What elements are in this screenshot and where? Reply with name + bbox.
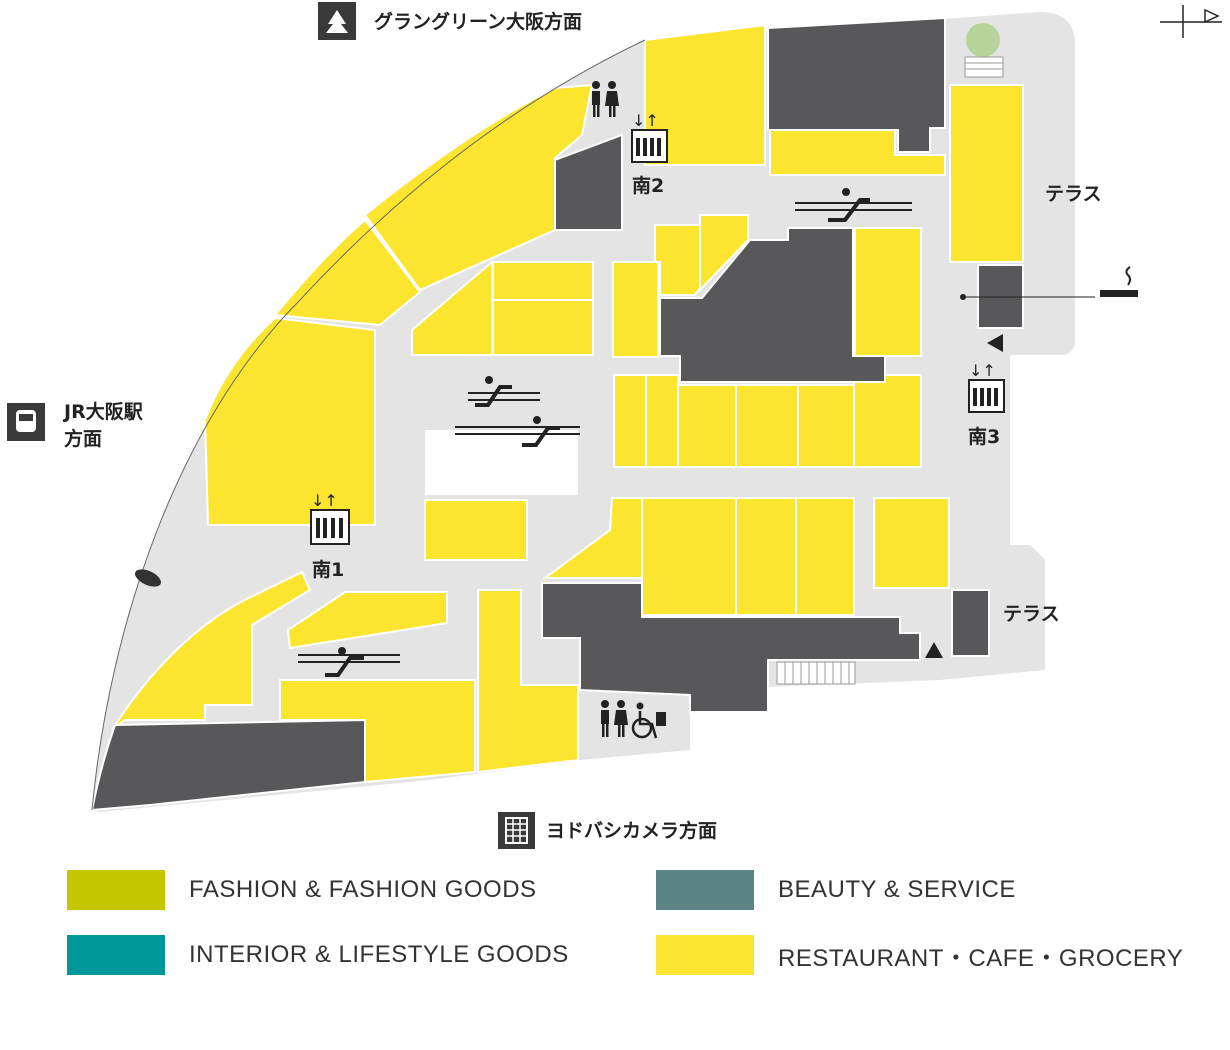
entrance-triangle-icon <box>987 334 1003 352</box>
shop-block <box>203 316 376 526</box>
closed-block <box>554 133 623 231</box>
legend-label: BEAUTY & SERVICE <box>778 876 1016 903</box>
legend-swatch <box>67 935 165 975</box>
atrium-void <box>425 430 578 495</box>
terrace-label-east: テラス <box>1045 183 1102 205</box>
tree-icon <box>964 23 1004 78</box>
closed-block <box>951 589 990 657</box>
shop-block <box>641 497 737 616</box>
legend-label: FASHION & FASHION GOODS <box>189 876 537 903</box>
escalator-icon <box>468 376 540 407</box>
shop-block <box>492 261 594 301</box>
elevator-label-south2: 南2 <box>632 175 664 197</box>
shop-block <box>853 374 922 468</box>
shop-block <box>699 214 749 293</box>
restroom-icon <box>601 700 628 737</box>
legend-swatch <box>656 935 754 975</box>
shop-block <box>644 23 766 166</box>
shop-block <box>949 84 1024 263</box>
shop-block <box>735 497 797 616</box>
elevator-icon: ↓↑ <box>310 491 350 545</box>
shop-block <box>424 499 528 561</box>
north-direction-label: グラングリーン大阪方面 <box>374 10 582 33</box>
entrance-triangle-icon <box>925 642 943 658</box>
legend-label: RESTAURANT・CAFE・GROCERY <box>778 944 1184 972</box>
shop-block <box>286 591 448 650</box>
svg-text:↓↑: ↓↑ <box>311 491 338 510</box>
legend-swatch <box>67 870 165 910</box>
escalator-icon <box>795 188 912 222</box>
west-direction-label-2: 方面 <box>64 427 102 450</box>
shop-block <box>492 299 594 356</box>
shop-block <box>613 374 647 468</box>
closed-block <box>541 582 921 713</box>
terrace-label-southeast: テラス <box>1003 603 1060 625</box>
shop-block <box>677 384 737 468</box>
shop-block <box>111 570 312 731</box>
elevator-icon: ↓↑ <box>968 361 1005 413</box>
svg-text:↓↑: ↓↑ <box>632 111 659 130</box>
column-marker <box>134 569 162 587</box>
wheelchair-icon <box>631 702 666 739</box>
closed-block <box>90 718 366 812</box>
shop-block <box>797 384 855 468</box>
shop-block <box>363 83 594 292</box>
shop-block <box>645 374 679 468</box>
north-arrow-icon <box>1160 5 1222 38</box>
elevator-label-south1: 南1 <box>312 559 344 581</box>
elevator-icon: ↓↑ <box>631 111 668 163</box>
shop-block <box>795 497 855 616</box>
escalator-icon <box>298 647 400 677</box>
shop-block <box>541 497 643 579</box>
elevator-label-south3: 南3 <box>968 426 1000 448</box>
legend-item-restaurant: RESTAURANT・CAFE・GROCERY <box>656 935 1183 975</box>
svg-text:↓↑: ↓↑ <box>969 361 996 380</box>
legend-item-interior: INTERIOR & LIFESTYLE GOODS <box>67 935 569 975</box>
legend-swatch <box>656 870 754 910</box>
shop-block <box>735 384 799 468</box>
legend-item-beauty: BEAUTY & SERVICE <box>656 870 1016 910</box>
south-direction-label: ヨドバシカメラ方面 <box>546 819 717 842</box>
closed-block <box>767 16 946 153</box>
shop-block <box>854 227 922 357</box>
floor-map: グラングリーン大阪方面 JR大阪駅 方面 ヨドバシカメラ方面 テラス テラス ↓… <box>7 2 1222 849</box>
shop-block <box>873 497 950 589</box>
legend-item-fashion: FASHION & FASHION GOODS <box>67 870 537 910</box>
shop-block <box>612 261 659 358</box>
west-direction-label-1: JR大阪駅 <box>62 400 144 423</box>
smoking-area-icon <box>1100 266 1138 297</box>
escalator-icon <box>455 416 580 447</box>
building-outline <box>91 39 646 811</box>
closed-block <box>659 227 886 383</box>
stairs <box>776 661 856 685</box>
restroom-icon <box>592 81 619 117</box>
shop-block <box>273 218 422 327</box>
shop-block <box>477 589 579 774</box>
legend-label: INTERIOR & LIFESTYLE GOODS <box>189 941 569 968</box>
